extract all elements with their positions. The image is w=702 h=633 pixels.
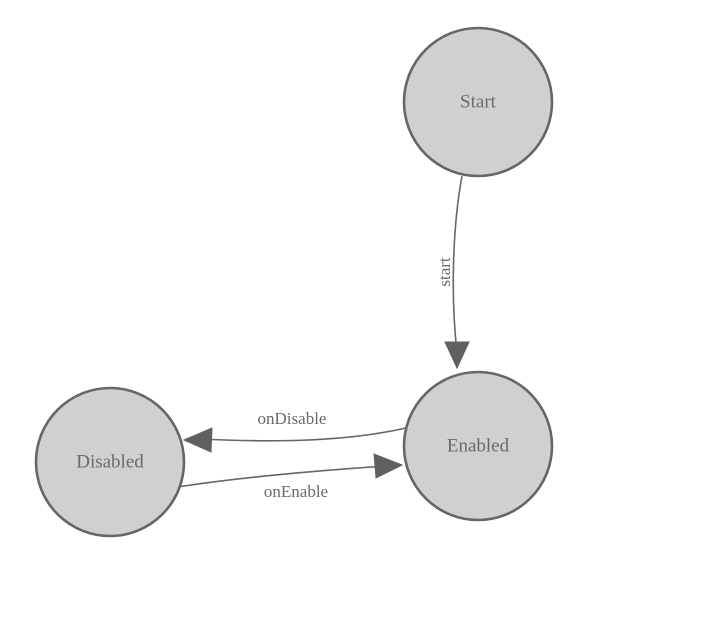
edge-path-ondisable xyxy=(199,427,407,442)
edge-label-ondisable: onDisable xyxy=(258,409,327,428)
edge-label-start: start xyxy=(435,257,454,287)
node-circle-enabled xyxy=(402,370,554,522)
edge-path-onenable xyxy=(176,465,387,488)
edge-enabled-to-disabled[interactable]: onDisable xyxy=(182,409,407,453)
arrowhead-ondisable xyxy=(182,427,213,453)
edge-group: start onDisable onEnable xyxy=(176,175,470,501)
node-circle-start xyxy=(402,26,554,178)
node-label-enabled: Enabled xyxy=(447,435,510,456)
arrowhead-start xyxy=(444,341,470,370)
edge-path-start xyxy=(452,175,463,353)
node-enabled[interactable]: Enabled xyxy=(402,370,554,522)
node-label-start: Start xyxy=(460,91,497,112)
edge-label-onenable: onEnable xyxy=(264,482,328,501)
edge-disabled-to-enabled[interactable]: onEnable xyxy=(176,453,404,501)
arrowhead-onenable xyxy=(373,453,404,479)
edge-start-to-enabled[interactable]: start xyxy=(435,175,470,370)
node-group: Start Enabled Disabled xyxy=(34,26,554,538)
node-label-disabled: Disabled xyxy=(76,451,144,472)
node-start[interactable]: Start xyxy=(402,26,554,178)
node-circle-disabled xyxy=(34,386,186,538)
node-disabled[interactable]: Disabled xyxy=(34,386,186,538)
